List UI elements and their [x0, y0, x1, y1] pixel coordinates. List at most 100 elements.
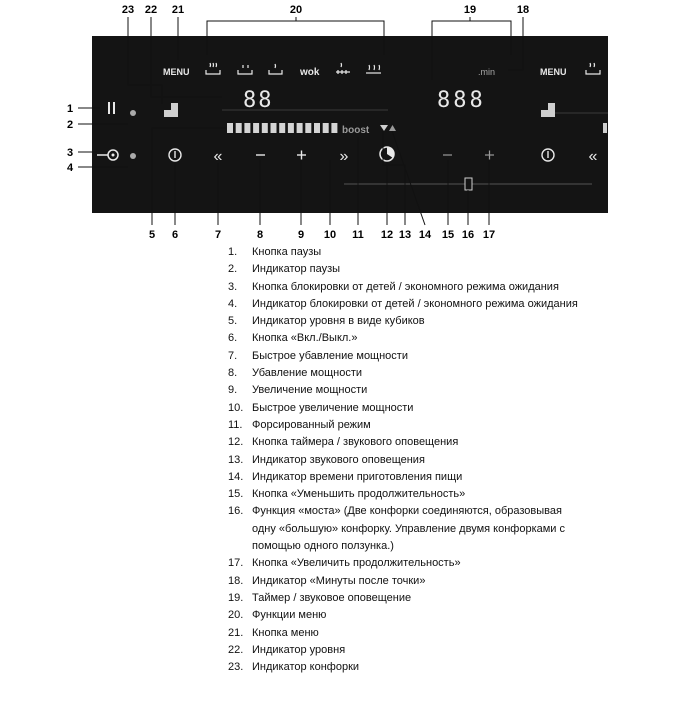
legend-item: 23.Индикатор конфорки	[228, 659, 668, 676]
callout-3: 3	[67, 147, 73, 159]
child-lock-button[interactable]	[97, 149, 119, 161]
level-block	[244, 123, 251, 133]
level-block	[235, 123, 242, 133]
legend-number: 6.	[228, 332, 238, 345]
left-leaders	[78, 107, 128, 168]
legend-number: 8.	[228, 367, 238, 380]
menu-button-left[interactable]: MENU	[163, 67, 190, 77]
timer-display: 888	[437, 88, 486, 113]
legend-item: 5. Индикатор уровня в виде кубиков	[228, 313, 668, 330]
legend-number: 13.	[228, 453, 244, 466]
zone-indicator-right	[541, 103, 555, 117]
top-leaders	[127, 17, 524, 104]
legend-text: Индикатор уровня в виде кубиков	[252, 315, 425, 328]
legend-number: 18.	[228, 574, 244, 587]
bottom-leaders	[151, 127, 490, 226]
callout-1: 1	[67, 103, 73, 115]
legend-item: 3.Кнопка блокировки от детей / экономног…	[228, 279, 668, 296]
legend-item: 8.Убавление мощности	[228, 365, 668, 382]
legend-number	[228, 538, 252, 555]
callout-19: 19	[464, 4, 476, 16]
legend-number: 14.	[228, 470, 244, 483]
legend-text: Кнопка меню	[252, 626, 319, 639]
callout-5: 5	[149, 229, 155, 241]
level-block	[270, 123, 277, 133]
legend-item: 15.Кнопка «Уменьшить продолжительность»	[228, 486, 668, 503]
callout-11: 11	[352, 229, 364, 241]
legend-text: Индикатор звукового оповещения	[252, 453, 425, 466]
bridge-slider-handle[interactable]	[464, 177, 473, 191]
legend-number: 21.	[228, 626, 244, 639]
legend-text: Индикатор блокировки от детей / экономно…	[252, 297, 578, 310]
legend-item: 9. Увеличение мощности	[228, 382, 668, 399]
callout-14: 14	[419, 229, 432, 241]
pot-steam-icon-right	[585, 62, 601, 75]
increase-duration-button[interactable]	[485, 150, 494, 160]
level-display: 88	[243, 88, 274, 113]
grill-icon	[336, 62, 350, 74]
pause-button[interactable]	[108, 102, 115, 114]
callout-8: 8	[257, 229, 263, 241]
legend-text: Быстрое увеличение мощности	[252, 401, 414, 414]
legend-list: 1. Кнопка паузы 2. Индикатор паузы 3.Кнопка …	[228, 244, 668, 676]
increase-button[interactable]	[297, 150, 306, 160]
level-block	[305, 123, 312, 133]
legend-number: 7.	[228, 349, 238, 362]
keep-warm-icon	[366, 64, 381, 74]
legend-text: Кнопка паузы	[252, 246, 322, 258]
pot-icon	[237, 65, 253, 75]
level-block	[287, 123, 294, 133]
legend-number: 9.	[228, 384, 238, 397]
pan-icon	[268, 63, 283, 75]
legend-text: Функция «моста» (Две конфорки соединяютс…	[252, 505, 562, 518]
level-block	[261, 123, 268, 133]
fast-increase-button[interactable]: »	[340, 148, 349, 165]
legend-number: 1.	[228, 246, 238, 258]
level-block	[322, 123, 329, 133]
menu-functions	[205, 62, 381, 75]
legend-item: 13. Индикатор звукового оповещения	[228, 452, 668, 469]
legend-text: Индикатор времени приготовления пищи	[252, 470, 463, 483]
callout-12: 12	[381, 229, 393, 241]
legend-number: 22.	[228, 643, 244, 656]
legend-number: 23.	[228, 661, 244, 674]
legend-number: 2.	[228, 263, 238, 276]
legend-item: 16.Функция «моста» (Две конфорки соединя…	[228, 503, 668, 520]
legend-item: 19. Таймер / звуковое оповещение	[228, 590, 668, 607]
legend-item: 18.Индикатор «Минуты после точки»	[228, 573, 668, 590]
fast-decrease-button[interactable]: «	[214, 148, 223, 165]
legend-text: Быстрое убавление мощности	[252, 349, 408, 362]
on-off-button[interactable]	[168, 148, 182, 162]
legend-number: 4.	[228, 297, 238, 310]
menu-button-right[interactable]: MENU	[540, 67, 567, 77]
legend-number: 19.	[228, 591, 244, 604]
on-off-button-right[interactable]	[541, 148, 555, 162]
callout-6: 6	[172, 229, 178, 241]
level-block	[314, 123, 320, 133]
callout-21: 21	[172, 4, 184, 16]
legend-number: 10.	[228, 401, 244, 414]
level-block	[279, 123, 286, 133]
timer-button[interactable]	[379, 146, 395, 162]
legend-text: Кнопка «Увеличить продолжительность»	[252, 557, 461, 570]
legend-text: Индикатор уровня	[252, 643, 346, 656]
legend-item: 2. Индикатор паузы	[228, 261, 668, 278]
legend-text: Кнопка «Уменьшить продолжительность»	[252, 488, 466, 501]
fast-decrease-button-right[interactable]: «	[589, 148, 598, 165]
control-panel-diagram: 23 22 21 20 19 18 1 2 3 4 88	[67, 4, 608, 241]
cooking-time-indicator	[389, 125, 396, 131]
legend-number: 12.	[228, 436, 244, 449]
callout-10: 10	[324, 229, 336, 241]
legend-text: Индикатор паузы	[252, 263, 341, 276]
legend-number: 5.	[228, 315, 238, 328]
legend-item: одну «большую» конфорку. Управление двум…	[228, 521, 668, 538]
level-block	[296, 123, 303, 133]
legend-text: Таймер / звуковое оповещение	[252, 591, 412, 604]
callout-23: 23	[122, 4, 134, 16]
min-indicator: .min	[478, 67, 495, 77]
legend-text: Увеличение мощности	[252, 384, 368, 397]
legend-item: 17.Кнопка «Увеличить продолжительность»	[228, 555, 668, 572]
legend-text: Кнопка таймера / звукового оповещения	[252, 436, 459, 449]
legend-item: 20.Функции меню	[228, 607, 668, 624]
legend-item: 4. Индикатор блокировки от детей / эконом…	[228, 296, 668, 313]
